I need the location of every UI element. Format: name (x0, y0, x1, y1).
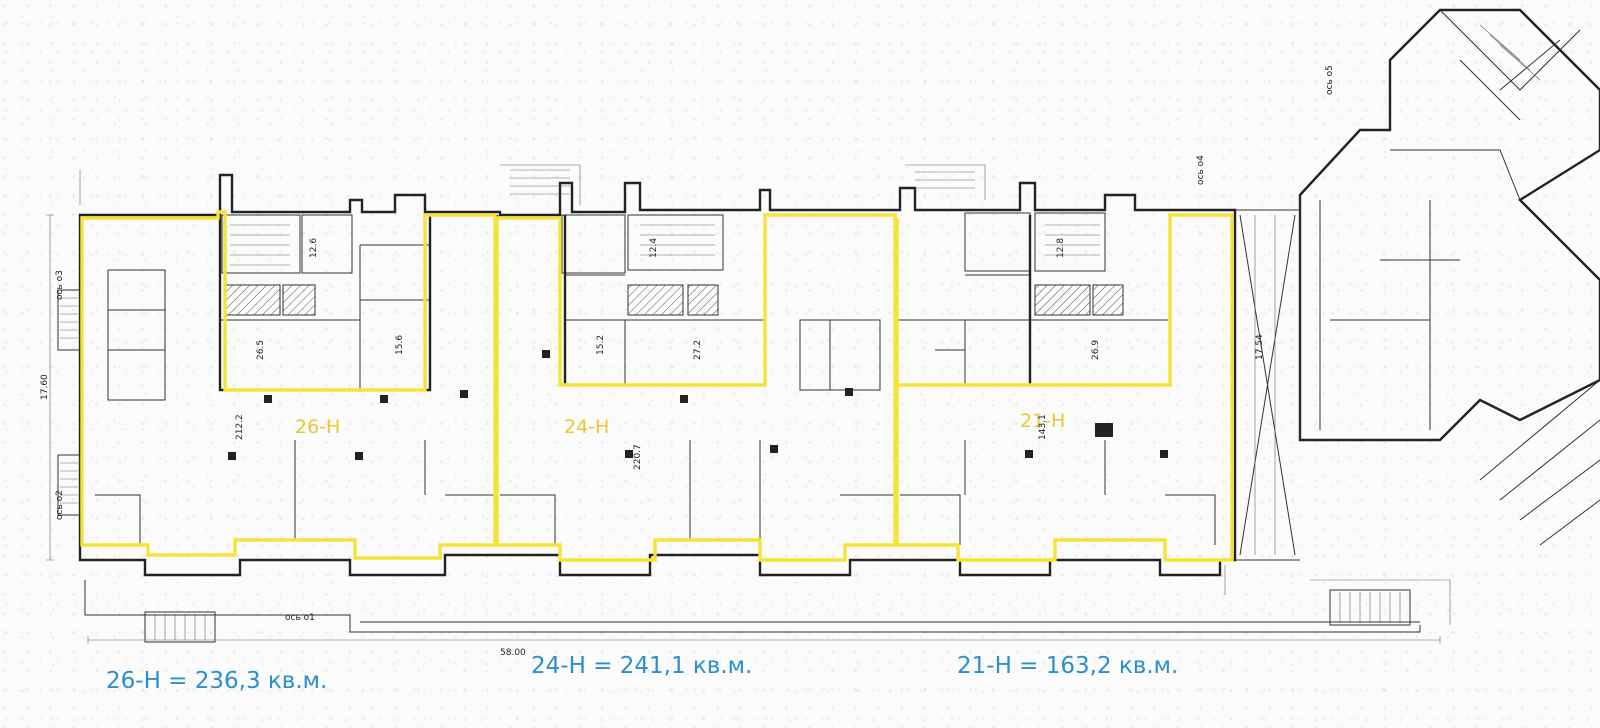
top-stair-blocks (221, 164, 1106, 274)
room-26-3-area: 15.6 (395, 335, 405, 355)
interior-walls (95, 215, 1216, 545)
room-24-2-area: 220.7 (633, 444, 643, 470)
adjacent-building (1235, 8, 1600, 561)
ventilation-shafts (224, 284, 1124, 316)
outline-24-H (495, 213, 897, 562)
axis-o3-label: ось о3 (55, 270, 65, 300)
area-caption-24: 24-Н = 241,1 кв.м. (531, 653, 753, 679)
axis-o5-label: ось о5 (1325, 65, 1335, 95)
room-26-2-area: 12.6 (309, 238, 319, 258)
unit-label-21: 21-Н (1020, 410, 1065, 432)
depth-21-label: 17.54 (1255, 334, 1265, 360)
outline-21-H (895, 213, 1234, 562)
outline-26-H (80, 210, 497, 560)
room-26-1-area: 212.2 (235, 414, 245, 440)
room-21-4-area: 26.9 (1091, 340, 1101, 360)
room-26-4-area: 26.5 (256, 340, 266, 360)
columns (228, 350, 1168, 460)
building-outer-walls (78, 173, 1237, 577)
room-24-4-area: 27.2 (693, 340, 703, 360)
area-caption-26: 26-Н = 236,3 кв.м. (106, 668, 328, 694)
left-depth-label: 17.60 (40, 374, 50, 400)
unit-label-26: 26-Н (295, 416, 340, 438)
plan-annotations: 58.00 17.60 17.54 212.2 220.7 143.1 26.5… (40, 65, 1335, 658)
axis-o1-label: ось о1 (285, 613, 315, 623)
area-caption-21: 21-Н = 163,2 кв.м. (957, 653, 1179, 679)
axis-o4-label: ось о4 (1196, 155, 1206, 185)
room-21-2-area: 12.8 (1056, 238, 1066, 258)
unit-labels: 26-Н 24-Н 21-Н (295, 410, 1065, 438)
axis-o2-label: ось о2 (55, 490, 65, 520)
unit-outlines (80, 210, 1234, 562)
room-21-3-area: 143.1 (1038, 414, 1048, 440)
side-porches (57, 289, 1451, 643)
dimension-lines (46, 170, 1441, 644)
total-length-label: 58.00 (500, 648, 526, 658)
room-24-3-area: 15.2 (596, 335, 606, 355)
room-24-1-area: 12.4 (649, 238, 659, 258)
unit-label-24: 24-Н (564, 416, 609, 438)
